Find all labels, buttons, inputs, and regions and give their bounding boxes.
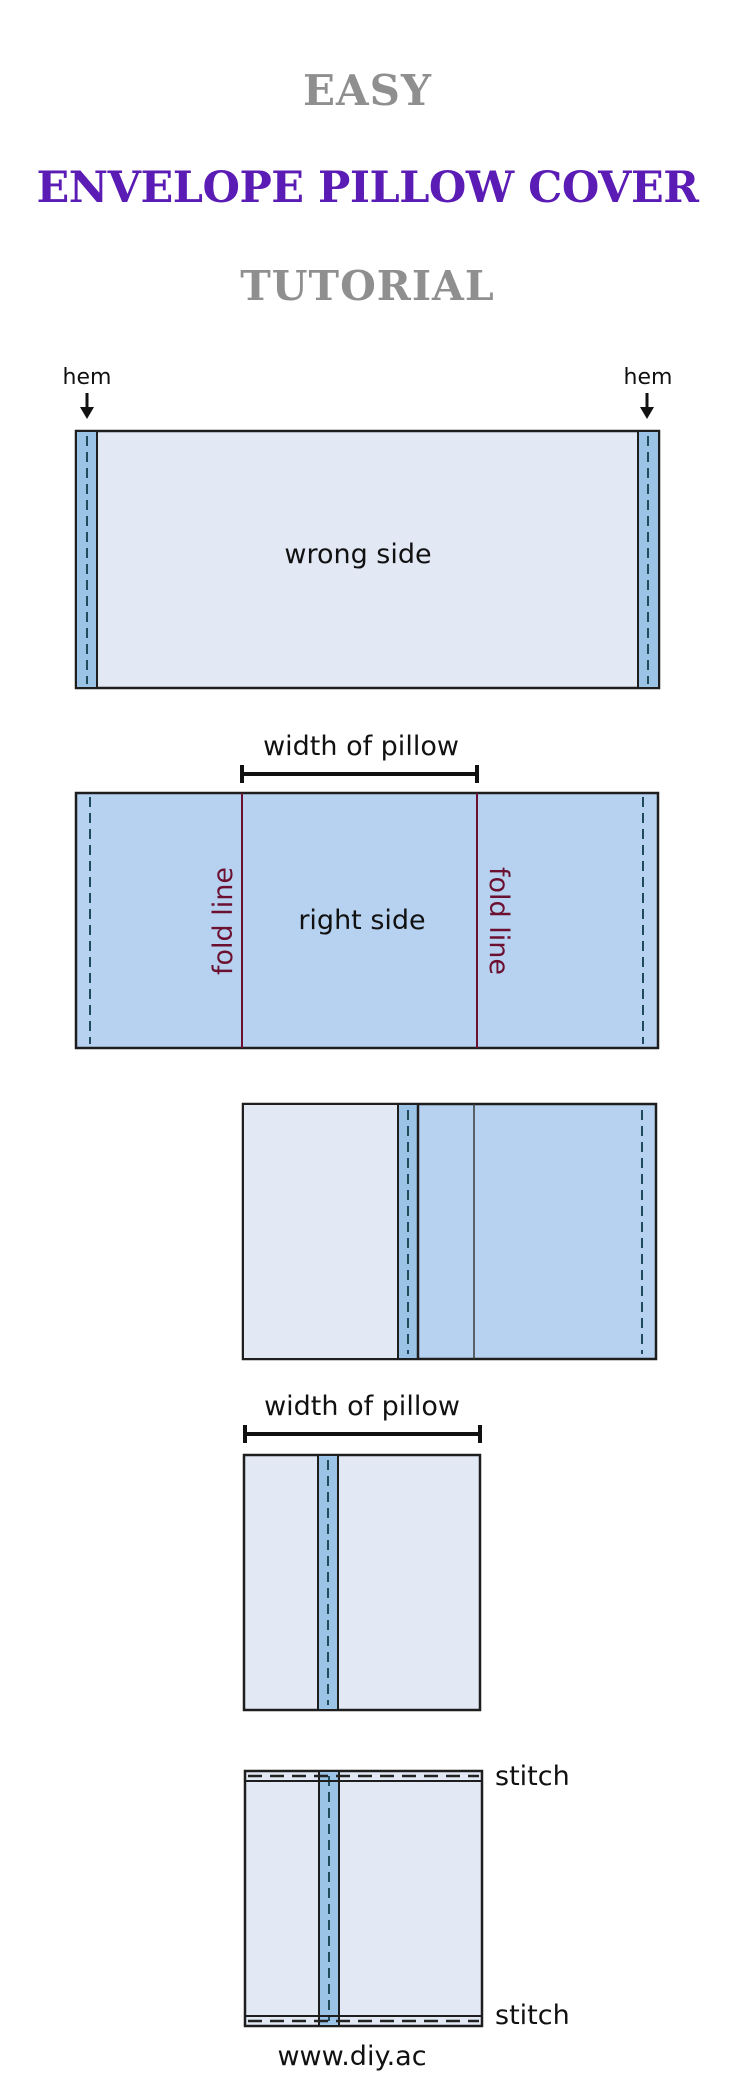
hem-arrow-left-icon: [80, 393, 94, 419]
stitched-overlap-hem: [319, 1772, 339, 2025]
title-easy: EASY: [303, 66, 432, 115]
fold-line-label-right: fold line: [483, 867, 514, 975]
overlap-hem: [318, 1456, 338, 1709]
step4-diagram: width of pillow: [242, 1391, 482, 1712]
width-of-pillow-label-2: width of pillow: [264, 1391, 460, 1422]
fold-line-label-left: fold line: [208, 867, 239, 975]
step3-diagram: [241, 1102, 658, 1361]
width-of-pillow-label-1: width of pillow: [263, 731, 459, 762]
fabric-wrong-side-panel: [74, 429, 661, 690]
folded-flap-wrong-side: [244, 1105, 398, 1358]
hem-label-right: hem: [624, 365, 673, 390]
hem-label-left: hem: [63, 365, 112, 390]
stitch-label-bottom: stitch: [495, 2000, 570, 2031]
title-tutorial: TUTORIAL: [240, 262, 495, 310]
step2-diagram: width of pillow fold line fold line righ…: [74, 731, 660, 1050]
width-measure-bar-2: [243, 1425, 482, 1443]
step5-diagram: stitch stitch: [243, 1761, 570, 2031]
width-measure-bar-1: [240, 765, 479, 783]
stitch-label-top: stitch: [495, 1761, 570, 1792]
hem-right: [638, 432, 658, 687]
hem-left: [77, 432, 97, 687]
right-side-label: right side: [298, 905, 425, 936]
footer-url: www.diy.ac: [277, 2041, 426, 2072]
stitched-panel: [243, 1769, 484, 2028]
folded-square-panel: [242, 1453, 482, 1712]
fabric-right-side-panel: [74, 791, 660, 1050]
wrong-side-label: wrong side: [284, 539, 431, 570]
hem-arrow-right-icon: [640, 393, 654, 419]
step1-diagram: hem hem wrong side: [63, 365, 673, 690]
title-main: ENVELOPE PILLOW COVER: [36, 163, 699, 213]
